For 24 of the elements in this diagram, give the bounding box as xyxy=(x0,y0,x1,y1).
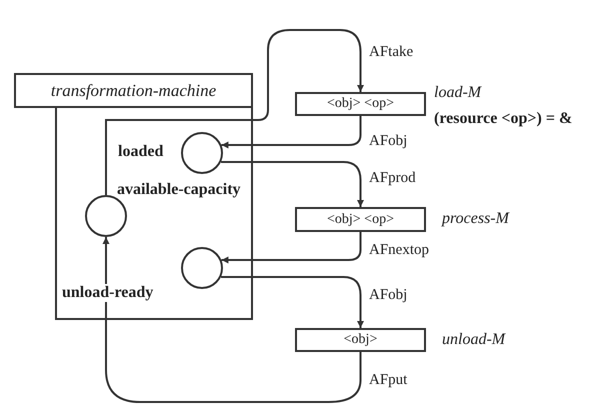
edge-label: AFput xyxy=(368,372,408,388)
place-label: loaded xyxy=(117,143,164,161)
edge-label: AFnextop xyxy=(368,242,430,258)
edge-label: AFobj xyxy=(368,133,408,150)
arrow xyxy=(220,276,364,328)
place-label: available-capacity xyxy=(116,181,242,199)
process-box: <obj> <op> xyxy=(295,207,426,232)
place-circle xyxy=(181,132,223,174)
arrow xyxy=(105,29,364,195)
machine-label: (resource <op>) = & xyxy=(433,110,574,128)
process-box: transformation-machine xyxy=(14,73,253,108)
place-label: unload-ready xyxy=(61,284,154,302)
edge-label: AFobj xyxy=(368,287,408,304)
process-box: <obj> <op> xyxy=(295,92,426,116)
machine-label: unload-M xyxy=(441,331,506,349)
machine-label: load-M xyxy=(433,84,482,102)
arrow xyxy=(220,161,364,207)
process-box: <obj> xyxy=(295,328,426,352)
place-circle xyxy=(181,247,223,289)
arrow xyxy=(221,116,362,148)
arrow xyxy=(221,232,362,264)
arrow xyxy=(102,237,362,403)
machine-label: process-M xyxy=(441,210,510,228)
edge-label: AFprod xyxy=(368,170,417,186)
